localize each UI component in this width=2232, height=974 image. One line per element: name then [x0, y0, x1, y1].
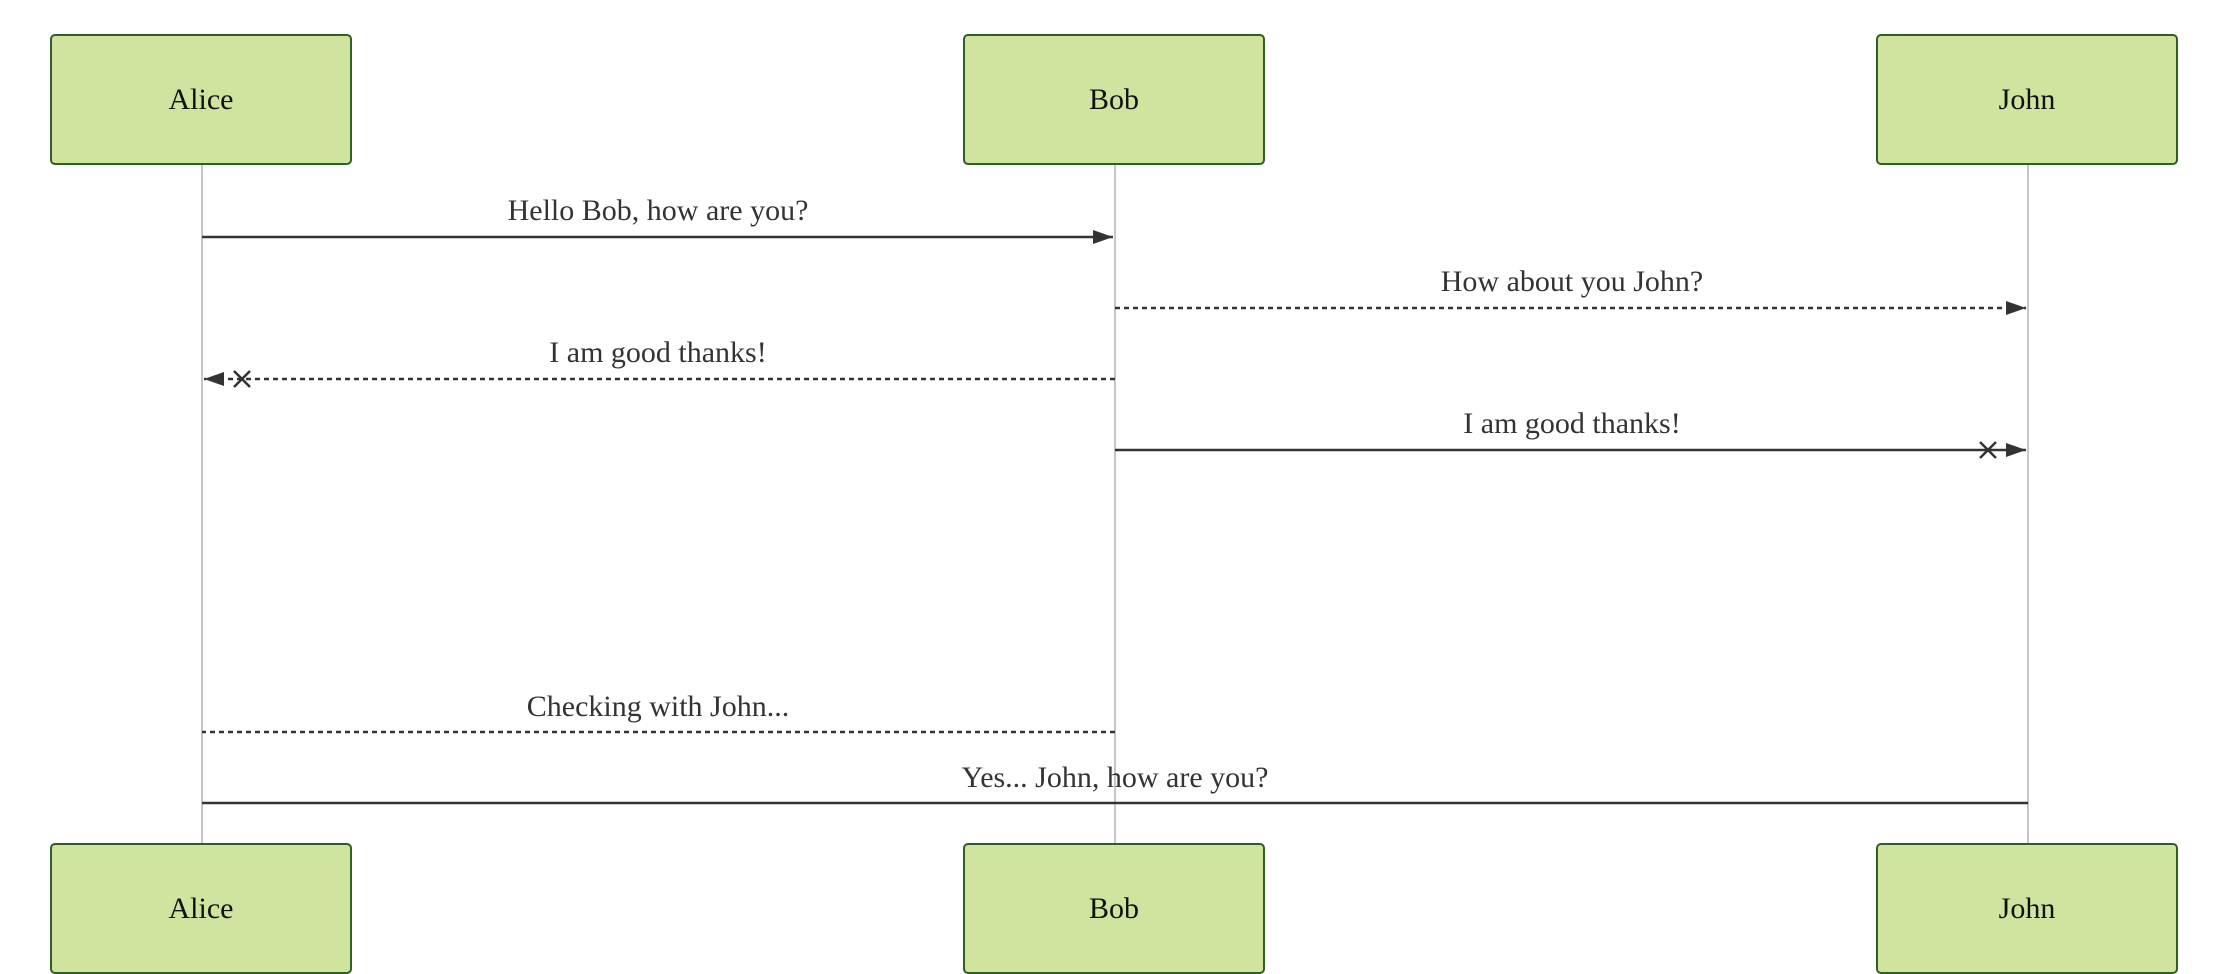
actor-label: Alice: [168, 82, 234, 116]
message-cross-m4: [1979, 441, 1997, 459]
message-label-m2: How about you John?: [1440, 265, 1704, 298]
message-label-m5: Checking with John...: [526, 690, 790, 723]
message-arrowhead-m3: [204, 372, 224, 386]
message-label-m4: I am good thanks!: [1463, 407, 1681, 440]
actor-bottom-john[interactable]: John: [1876, 843, 2178, 974]
actor-label: John: [1998, 82, 2056, 116]
message-label-m1: Hello Bob, how are you?: [507, 194, 809, 227]
message-arrowhead-m1: [1093, 230, 1113, 244]
actor-label: Bob: [1088, 82, 1139, 116]
message-label-m3: I am good thanks!: [549, 336, 767, 369]
message-label-m6: Yes... John, how are you?: [961, 761, 1269, 794]
message-arrowhead-m4: [2006, 443, 2026, 457]
actor-top-alice[interactable]: Alice: [50, 34, 352, 165]
actor-label: Bob: [1088, 891, 1139, 925]
actor-bottom-alice[interactable]: Alice: [50, 843, 352, 974]
actor-top-john[interactable]: John: [1876, 34, 2178, 165]
actor-label: Alice: [168, 891, 234, 925]
message-cross-m3: [233, 370, 251, 388]
actor-bottom-bob[interactable]: Bob: [963, 843, 1265, 974]
actor-top-bob[interactable]: Bob: [963, 34, 1265, 165]
actor-label: John: [1998, 891, 2056, 925]
message-arrowhead-m2: [2006, 301, 2026, 315]
